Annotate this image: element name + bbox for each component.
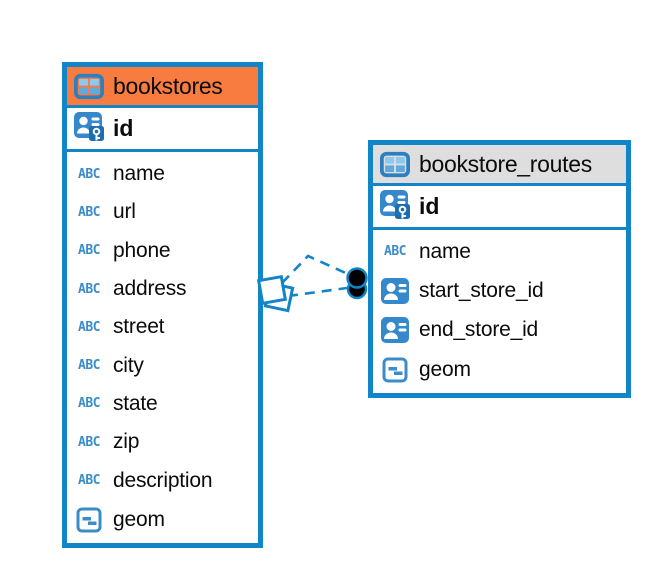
text-type-icon: ABC: [78, 204, 100, 220]
geometry-type-icon: [74, 507, 104, 533]
field-name: street: [113, 315, 165, 339]
table-row-pk[interactable]: id: [67, 108, 258, 152]
table-row[interactable]: ABC name: [67, 162, 258, 186]
primary-key-icon: [380, 189, 410, 224]
table-bookstores[interactable]: bookstores id ABC na: [62, 62, 263, 548]
field-name: geom: [419, 358, 471, 382]
field-name: city: [113, 353, 144, 377]
table-icon: [380, 151, 410, 178]
table-row[interactable]: ABC state: [67, 392, 258, 416]
table-row-pk[interactable]: id: [373, 186, 626, 230]
geometry-type-icon: [380, 357, 410, 383]
field-name: geom: [113, 507, 165, 531]
field-name: address: [113, 277, 187, 301]
table-bookstores-fields: ABC name ABC url ABC phone ABC address A…: [67, 152, 258, 543]
text-type-icon: ABC: [78, 166, 100, 182]
relationship-line-upper[interactable]: [281, 254, 351, 284]
text-type-icon: ABC: [78, 473, 100, 489]
field-name: name: [113, 162, 165, 186]
table-row[interactable]: ABC street: [67, 315, 258, 339]
text-type-icon: ABC: [78, 281, 100, 297]
table-title: bookstores: [113, 72, 223, 99]
reference-type-icon: [380, 277, 410, 304]
table-bookstore-routes-header[interactable]: bookstore_routes: [373, 145, 626, 186]
reference-type-icon: [380, 317, 410, 344]
table-row[interactable]: geom: [373, 357, 626, 383]
field-name: start_store_id: [419, 278, 544, 302]
table-row[interactable]: ABC name: [373, 240, 626, 264]
table-row[interactable]: start_store_id: [373, 277, 626, 304]
table-row[interactable]: ABC zip: [67, 430, 258, 454]
relationship-line-lower[interactable]: [287, 286, 348, 298]
field-name: url: [113, 200, 136, 224]
table-row[interactable]: end_store_id: [373, 317, 626, 344]
table-row[interactable]: ABC url: [67, 200, 258, 224]
text-type-icon: ABC: [78, 319, 100, 335]
field-name: name: [419, 239, 471, 263]
field-name: id: [113, 115, 134, 141]
field-name: description: [113, 468, 213, 492]
table-row[interactable]: ABC address: [67, 277, 258, 301]
text-type-icon: ABC: [78, 243, 100, 259]
field-name: end_store_id: [419, 318, 539, 342]
connector-squares-marker[interactable]: [256, 274, 295, 313]
table-bookstores-header[interactable]: bookstores: [67, 67, 258, 108]
table-bookstore-routes-fields: ABC name start_store_id: [373, 230, 626, 393]
field-name: state: [113, 391, 158, 415]
primary-key-icon: [74, 111, 104, 146]
field-name: id: [419, 193, 440, 219]
text-type-icon: ABC: [384, 244, 406, 260]
table-title: bookstore_routes: [419, 150, 592, 177]
text-type-icon: ABC: [78, 434, 100, 450]
field-name: zip: [113, 430, 140, 454]
table-icon: [74, 73, 104, 100]
table-row[interactable]: ABC phone: [67, 239, 258, 263]
field-name: phone: [113, 238, 171, 262]
text-type-icon: ABC: [78, 358, 100, 374]
text-type-icon: ABC: [78, 396, 100, 412]
table-row[interactable]: ABC description: [67, 469, 258, 493]
table-bookstore-routes[interactable]: bookstore_routes id ABC: [368, 140, 631, 398]
table-row[interactable]: ABC city: [67, 354, 258, 378]
connector-dots-marker[interactable]: [346, 267, 368, 300]
table-row[interactable]: geom: [67, 507, 258, 533]
